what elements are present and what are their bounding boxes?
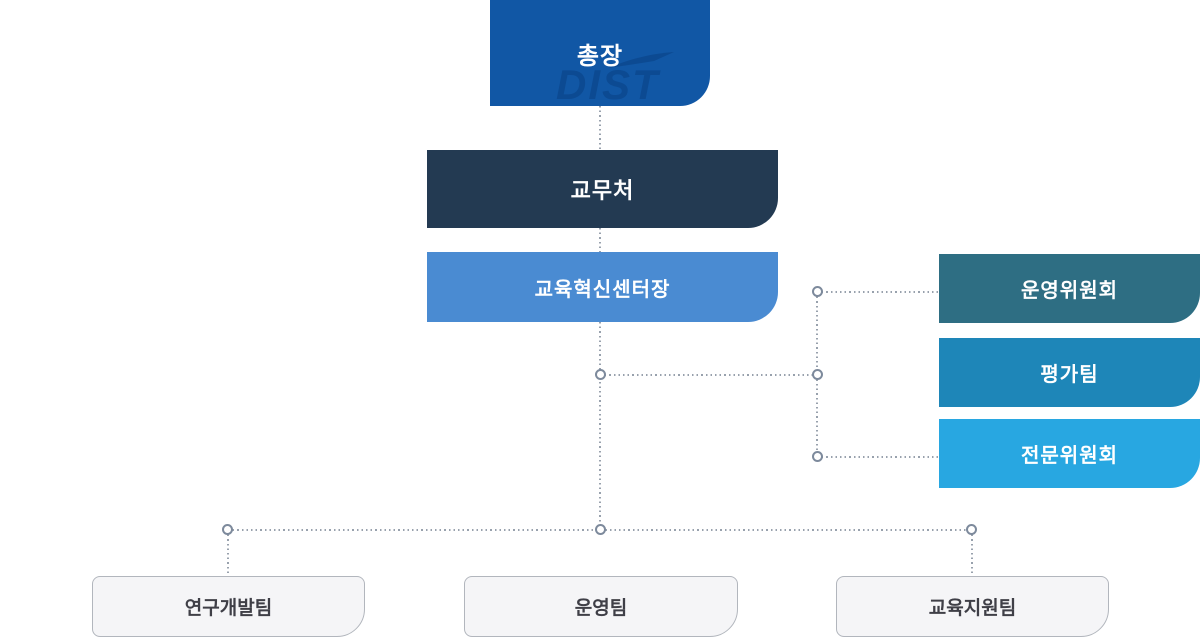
org-node-center-director: 교육혁신센터장 [427, 252, 778, 322]
org-node-rnd-team: 연구개발팀 [92, 576, 365, 637]
org-node-label: 평가팀 [1040, 364, 1099, 386]
org-node-label: 교무처 [570, 178, 635, 203]
connector-node [966, 524, 977, 535]
connector-node [595, 369, 606, 380]
connector-line [599, 106, 601, 150]
org-node-label: 교육지원팀 [928, 598, 1017, 619]
connector-line [599, 322, 601, 530]
org-node-academic-affairs: 교무처 [427, 150, 778, 228]
connector-line [227, 530, 229, 576]
org-node-label: 연구개발팀 [184, 598, 273, 619]
org-node-operations-team: 운영팀 [464, 576, 738, 637]
connector-node [812, 451, 823, 462]
org-node-expert-committee: 전문위원회 [939, 419, 1200, 488]
org-node-label: 총장 [576, 42, 624, 70]
org-node-label: 운영위원회 [1021, 280, 1118, 302]
dist-logo-swoosh-icon [608, 52, 674, 68]
connector-node [812, 286, 823, 297]
org-node-label: 전문위원회 [1021, 445, 1118, 467]
connector-node [595, 524, 606, 535]
org-node-evaluation-team: 평가팀 [939, 338, 1200, 407]
connector-line [599, 228, 601, 252]
org-node-label: 교육혁신센터장 [534, 278, 671, 301]
connector-line [971, 530, 973, 576]
org-node-education-support-team: 교육지원팀 [836, 576, 1109, 637]
connector-line [817, 456, 939, 458]
connector-node [222, 524, 233, 535]
connector-line [600, 374, 817, 376]
org-node-president: DIST 총장 [490, 0, 710, 106]
connector-line [817, 291, 939, 293]
connector-node [812, 369, 823, 380]
org-node-steering-committee: 운영위원회 [939, 254, 1200, 323]
dist-logo-watermark: DIST [556, 61, 660, 106]
org-node-label: 운영팀 [574, 598, 628, 619]
